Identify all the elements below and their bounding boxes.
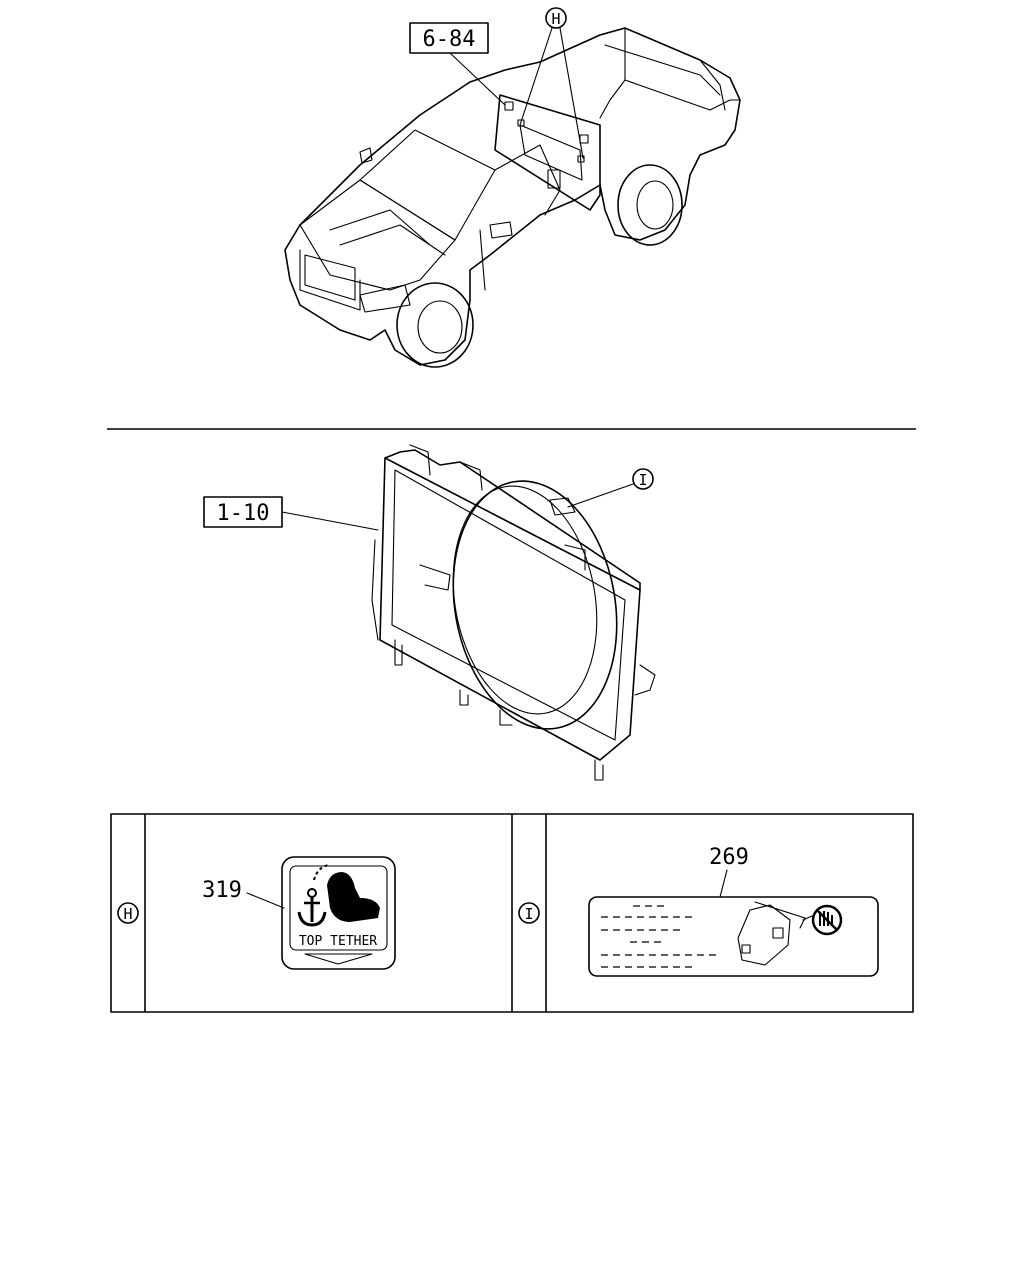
marker-i-shroud: I: [567, 468, 654, 508]
detail-panel-i: I 269: [518, 845, 879, 977]
hand-prohibited-icon: [802, 904, 843, 936]
callout-1-10: 1-10: [203, 496, 379, 531]
marker-i-label: I: [638, 471, 647, 489]
marker-h-vehicle: H: [519, 7, 584, 159]
fan-motor-icon: [737, 901, 806, 966]
panel-h-marker: H: [123, 905, 132, 923]
callout-6-84: 6-84: [409, 22, 506, 106]
part-number-269: 269: [709, 845, 749, 870]
child-seat-icon: [313, 864, 380, 922]
label-top-tether-text: TOP TETHER: [299, 934, 377, 949]
fan-shroud-illustration: [371, 444, 656, 781]
anchor-icon: [297, 888, 327, 927]
detail-panel-h: H 319 TOP TETHER: [117, 856, 396, 970]
part-number-319: 319: [202, 878, 242, 903]
marker-h-label: H: [551, 10, 560, 28]
panel-i-marker: I: [524, 905, 533, 923]
detail-table: [110, 813, 914, 1013]
ref-label-1-10: 1-10: [217, 501, 270, 526]
ref-label-6-84: 6-84: [423, 27, 476, 52]
pickup-truck-illustration: [284, 27, 741, 368]
label-text-placeholder-lines: [601, 905, 716, 968]
